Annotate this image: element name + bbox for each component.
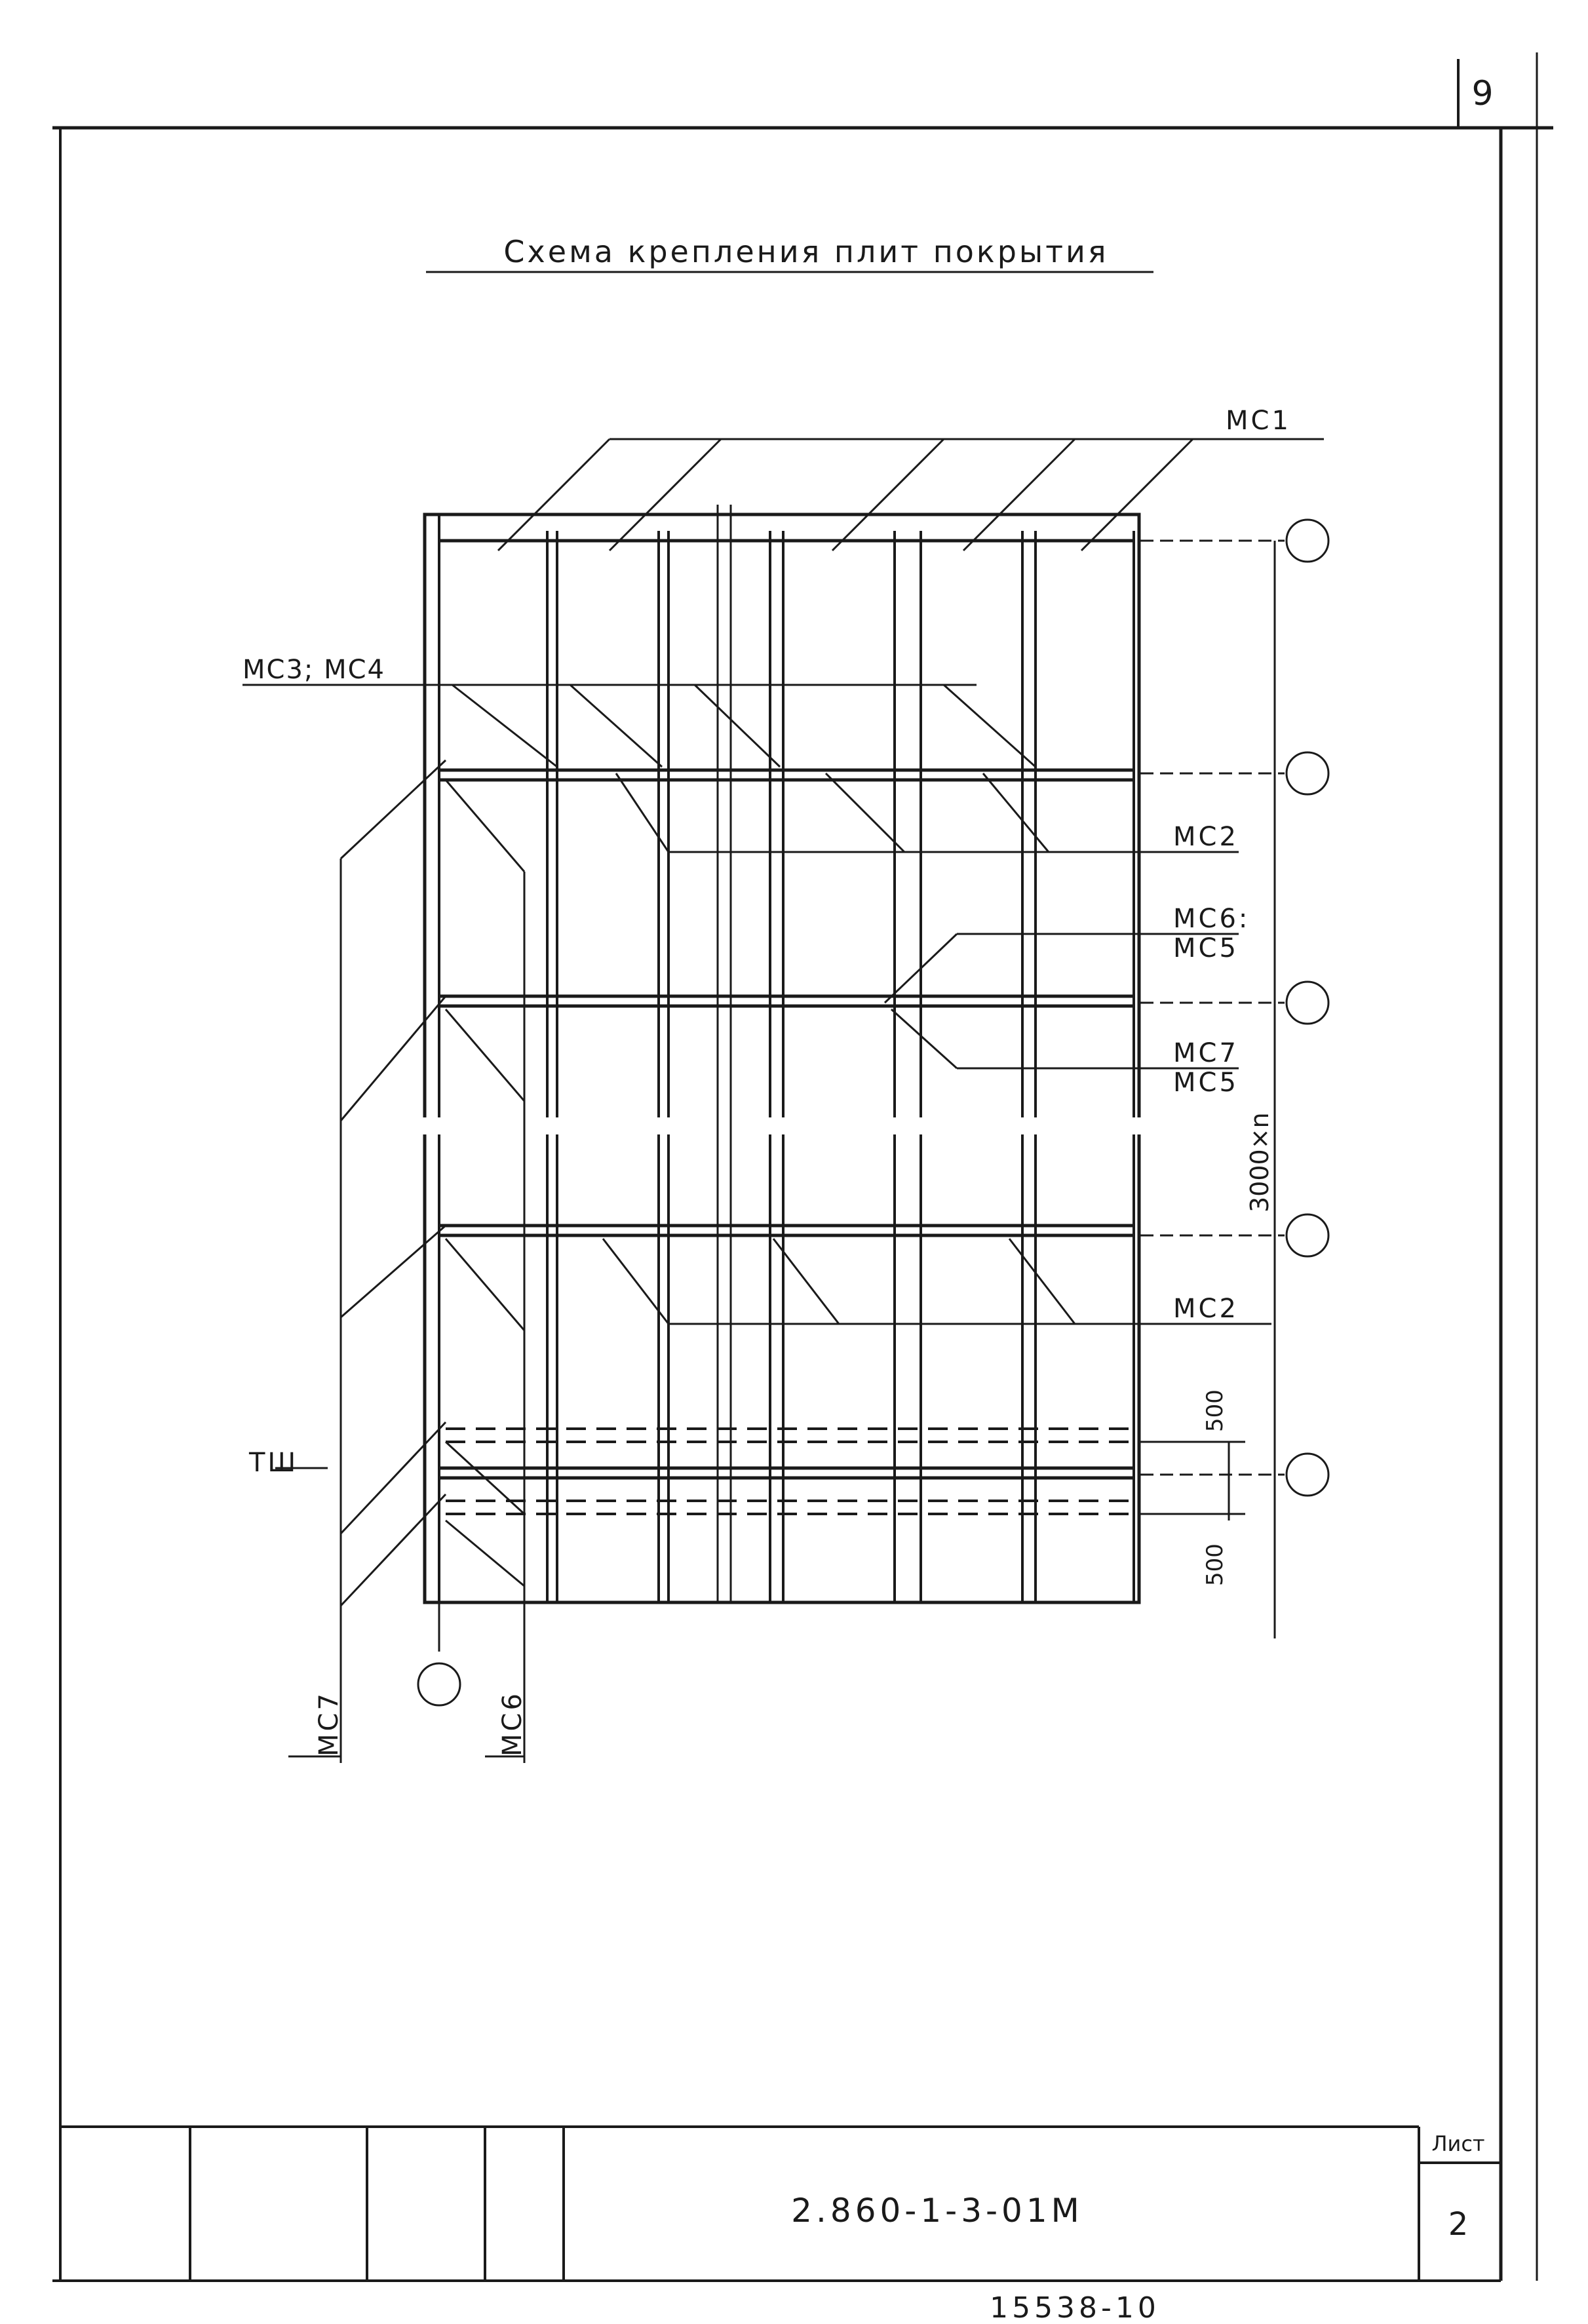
label-mc3-mc4: МС3; МС4 xyxy=(242,655,385,685)
label-mc2-top: МС2 xyxy=(1173,822,1239,852)
label-mc6: МС6: xyxy=(1173,904,1250,934)
dimension-gap-upper: 500 xyxy=(1202,1389,1228,1432)
label-mc7-vertical: МС7 xyxy=(314,1691,344,1756)
label-mc5-a: МС5 xyxy=(1173,933,1239,963)
drawing-title: Схема крепления плит покрытия xyxy=(503,234,1108,269)
slab-plan xyxy=(393,505,1153,1604)
bottom-stamp: 15538-10 xyxy=(990,2291,1160,2324)
title-block-code: 2.860-1-3-01М xyxy=(791,2192,1083,2230)
dimension-span: 3000×n xyxy=(1245,1112,1274,1212)
leader-lines xyxy=(242,438,1324,1763)
axis-markers xyxy=(417,518,1330,1707)
title-block-sheet-label: Лист xyxy=(1431,2131,1484,2156)
label-tsh: ТШ xyxy=(248,1448,298,1478)
label-mc7: МС7 xyxy=(1173,1038,1239,1068)
title-block xyxy=(60,2125,1501,2281)
dimension-gap-lower: 500 xyxy=(1202,1543,1228,1586)
label-mc1: МС1 xyxy=(1226,406,1291,436)
label-mc2-bottom: МС2 xyxy=(1173,1294,1239,1324)
sheet-corner-number: 9 xyxy=(1471,74,1493,113)
sheet-frame xyxy=(52,52,1553,2282)
label-mc6-vertical: МС6 xyxy=(497,1691,528,1756)
label-mc5-b: МС5 xyxy=(1173,1068,1239,1098)
title-block-sheet-number: 2 xyxy=(1448,2206,1469,2243)
